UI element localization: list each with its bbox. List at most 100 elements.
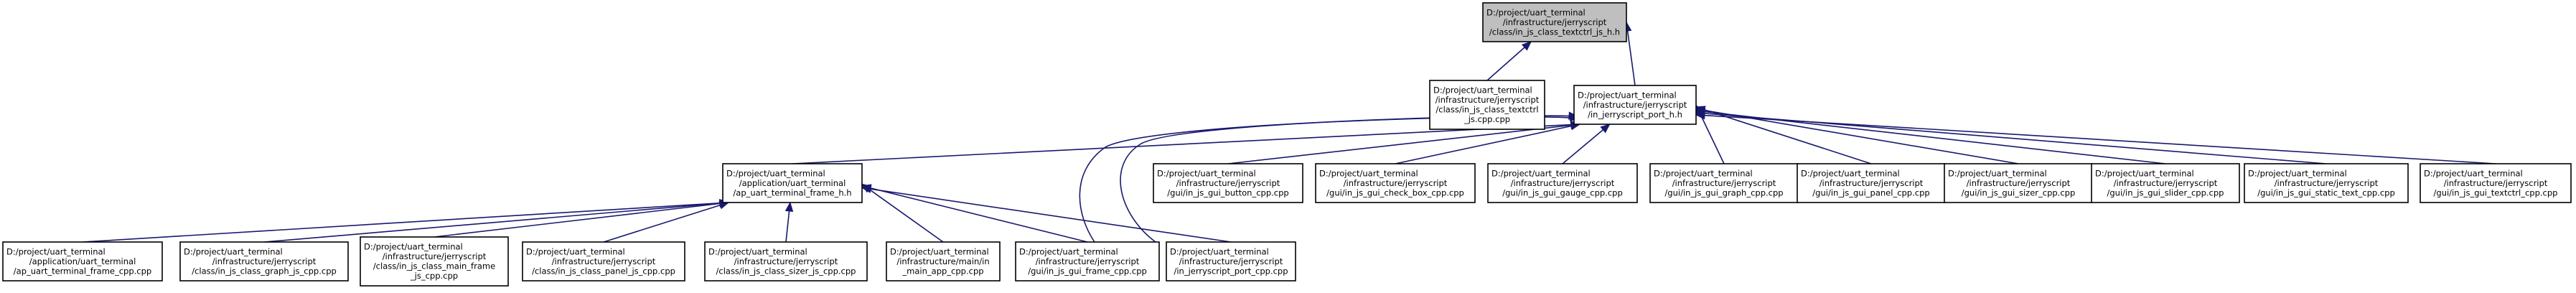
file-node-class-panel[interactable]: D:/project/uart_terminal/infrastructure/…	[522, 241, 685, 282]
node-label-line: D:/project/uart_terminal	[1486, 7, 1586, 17]
edge-gui-static-text-to-jerryscript-port-h	[1695, 109, 2327, 164]
node-label-line: /gui/in_js_gui_textctrl_cpp.cpp	[2434, 187, 2558, 197]
node-label-line: /infrastructure/jerryscript	[1511, 178, 1615, 188]
edge-arrowhead	[784, 201, 794, 213]
edge-line	[861, 185, 1088, 243]
node-label-line: /gui/in_js_gui_check_box_cpp.cpp	[1326, 187, 1464, 197]
edge-line	[263, 202, 729, 243]
node-label-line: _main_app_cpp.cpp	[901, 266, 983, 276]
node-box	[1487, 163, 1638, 203]
node-label-line: /class/in_js_class_textctrl	[1435, 105, 1538, 115]
node-box	[179, 241, 349, 282]
node-label-line: /infrastructure/jerryscript	[1176, 178, 1280, 188]
edge-line	[603, 202, 729, 243]
node-box	[2, 241, 163, 282]
edge-line	[434, 202, 729, 238]
node-label-line: /gui/in_js_gui_sizer_cpp.cpp	[1962, 187, 2076, 197]
file-node-gui-panel[interactable]: D:/project/uart_terminal/infrastructure/…	[1797, 163, 1946, 203]
node-label-line: D:/project/uart_terminal	[1170, 246, 1269, 256]
node-label-line: D:/project/uart_terminal	[726, 168, 825, 178]
node-label-line: D:/project/uart_terminal	[2248, 168, 2347, 178]
edge-line	[1395, 124, 1580, 164]
node-label-line: D:/project/uart_terminal	[708, 246, 807, 256]
edge-gui-gauge-to-jerryscript-port-h	[1562, 124, 1611, 164]
node-label-line: /infrastructure/jerryscript	[2114, 178, 2218, 188]
edge-gui-slider-to-jerryscript-port-h	[1695, 107, 2166, 164]
node-label-line: /in_jerryscript_port_h.h	[1588, 109, 1682, 119]
node-label-line: /infrastructure/jerryscript	[1435, 95, 1540, 105]
node-label-line: /infrastructure/jerryscript	[212, 256, 317, 266]
node-label-line: D:/project/uart_terminal	[526, 246, 625, 256]
file-node-gui-frame[interactable]: D:/project/uart_terminal/infrastructure/…	[1015, 241, 1160, 282]
node-box	[704, 241, 868, 282]
node-label-line: D:/project/uart_terminal	[1654, 168, 1753, 178]
file-node-main-app[interactable]: D:/project/uart_terminal/infrastructure/…	[886, 241, 1001, 282]
file-node-gui-button[interactable]: D:/project/uart_terminal/infrastructure/…	[1153, 163, 1303, 203]
edge-gui-textctrl-to-jerryscript-port-h	[1695, 111, 2496, 164]
file-node-jerryscript-port-h[interactable]: D:/project/uart_terminal/infrastructure/…	[1573, 85, 1697, 125]
node-label-line: /infrastructure/jerryscript	[1503, 17, 1607, 27]
node-label-line: D:/project/uart_terminal	[184, 246, 283, 256]
node-box	[1015, 241, 1160, 282]
node-label-line: D:/project/uart_terminal	[364, 242, 463, 252]
node-box	[1573, 85, 1697, 125]
edge-line	[1695, 114, 2496, 164]
node-box	[522, 241, 685, 282]
node-box	[886, 241, 1001, 282]
node-label-line: /gui/in_js_gui_panel_cpp.cpp	[1812, 187, 1929, 197]
edge-line	[861, 183, 944, 243]
node-label-line: /infrastructure/jerryscript	[1344, 178, 1448, 188]
file-node-gui-check-box[interactable]: D:/project/uart_terminal/infrastructure/…	[1315, 163, 1476, 203]
file-node-class-main-frame[interactable]: D:/project/uart_terminal/infrastructure/…	[360, 236, 509, 287]
node-box	[1166, 241, 1296, 282]
file-node-jerryscript-port-cpp[interactable]: D:/project/uart_terminal/infrastructure/…	[1166, 241, 1296, 282]
edge-line	[82, 202, 729, 243]
node-box	[1429, 80, 1545, 130]
file-node-class-graph[interactable]: D:/project/uart_terminal/infrastructure/…	[179, 241, 349, 282]
file-node-gui-sizer[interactable]: D:/project/uart_terminal/infrastructure/…	[1944, 163, 2093, 203]
node-label-line: _js_cpp.cpp	[410, 271, 458, 281]
node-label-line: /infrastructure/jerryscript	[1819, 178, 1924, 188]
edge-main-app-to-ap-uart-terminal-frame-h	[861, 183, 944, 243]
edge-line	[1227, 124, 1580, 164]
node-label-line: /in_jerryscript_port_cpp.cpp	[1174, 266, 1288, 276]
node-label-line: D:/project/uart_terminal	[1578, 90, 1677, 100]
node-label-line: D:/project/uart_terminal	[1019, 246, 1118, 256]
nodes-layer: D:/project/uart_terminal/infrastructure/…	[2, 2, 2572, 287]
edge-ap-uart-terminal-frame-cpp-to-ap-uart-terminal-frame-h	[82, 199, 730, 243]
node-box	[360, 236, 509, 287]
file-node-gui-static-text[interactable]: D:/project/uart_terminal/infrastructure/…	[2244, 163, 2409, 203]
node-box	[1797, 163, 1946, 203]
file-node-class-textctrl-cpp[interactable]: D:/project/uart_terminal/infrastructure/…	[1429, 80, 1545, 130]
edge-arrowhead	[1521, 41, 1532, 51]
node-label-line: D:/project/uart_terminal	[2095, 168, 2194, 178]
node-label-line: /class/in_js_class_main_frame	[373, 261, 495, 271]
file-node-gui-gauge[interactable]: D:/project/uart_terminal/infrastructure/…	[1487, 163, 1638, 203]
node-box	[1482, 2, 1627, 42]
node-box	[2091, 163, 2240, 203]
file-node-gui-textctrl[interactable]: D:/project/uart_terminal/infrastructure/…	[2420, 163, 2572, 203]
edge-arrowhead	[861, 185, 872, 193]
edge-line	[1626, 22, 1636, 86]
edge-line	[861, 187, 1232, 243]
node-label-line: /ap_uart_terminal_frame_h.h	[733, 187, 851, 197]
node-label-line: /infrastructure/jerryscript	[2444, 178, 2548, 188]
edge-arrowhead	[1695, 111, 1705, 120]
node-box	[1944, 163, 2093, 203]
node-box	[722, 163, 863, 203]
node-label-line: /infrastructure/main/in	[896, 256, 989, 266]
file-node-gui-slider[interactable]: D:/project/uart_terminal/infrastructure/…	[2091, 163, 2240, 203]
file-node-class-sizer[interactable]: D:/project/uart_terminal/infrastructure/…	[704, 241, 868, 282]
node-label-line: D:/project/uart_terminal	[1801, 168, 1900, 178]
node-label-line: /infrastructure/jerryscript	[1583, 100, 1687, 110]
file-node-gui-graph[interactable]: D:/project/uart_terminal/infrastructure/…	[1649, 163, 1799, 203]
node-label-line: /infrastructure/jerryscript	[552, 256, 656, 266]
file-node-ap-uart-terminal-frame-h[interactable]: D:/project/uart_terminal/application/uar…	[722, 163, 863, 203]
node-label-line: /class/in_js_class_panel_js_cpp.cpp	[532, 266, 675, 276]
node-label-line: /gui/in_js_gui_static_text_cpp.cpp	[2257, 187, 2395, 197]
root-node-root[interactable]: D:/project/uart_terminal/infrastructure/…	[1482, 2, 1627, 42]
node-box	[2244, 163, 2409, 203]
node-label-line: D:/project/uart_terminal	[890, 246, 989, 256]
file-node-ap-uart-terminal-frame-cpp[interactable]: D:/project/uart_terminal/application/uar…	[2, 241, 163, 282]
